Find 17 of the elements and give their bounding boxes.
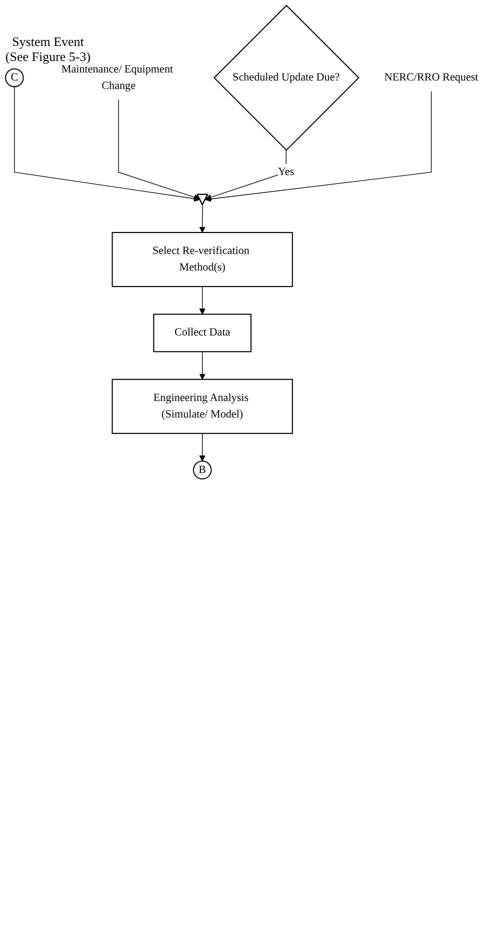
arrow — [14, 86, 200, 202]
arrow — [199, 286, 206, 315]
node-circle: B — [192, 460, 212, 480]
edge-label: Yes — [278, 166, 294, 178]
arrow — [205, 90, 432, 202]
node-text: NERC/RRO Request — [384, 72, 478, 84]
arrow — [206, 150, 286, 200]
node-box: Collect Data — [153, 314, 252, 352]
node-diamond: Scheduled Update Due? — [213, 4, 360, 151]
node-box: Select Re-verification Method(s) — [112, 232, 293, 288]
arrow — [199, 204, 206, 233]
arrow — [118, 99, 200, 200]
arrow — [199, 351, 206, 380]
node-text: Maintenance/ Equipment Change — [61, 63, 174, 92]
arrow — [199, 433, 206, 462]
node-circle: C — [5, 68, 24, 88]
node-box: Engineering Analysis (Simulate/ Model) — [112, 378, 293, 434]
